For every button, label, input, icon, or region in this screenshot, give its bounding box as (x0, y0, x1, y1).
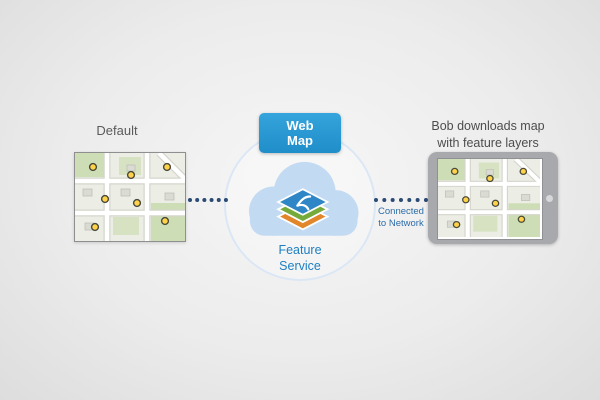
connected-to-network-label: Connected to Network (378, 206, 424, 229)
web-map-badge: Web Map (259, 113, 341, 153)
feature-service-label: Feature Service (278, 243, 322, 273)
network-dotted-line-left (188, 198, 228, 202)
default-label: Default (96, 123, 138, 138)
street-map-graphic (75, 153, 185, 241)
tablet-screen (437, 158, 543, 240)
street-map-graphic (438, 159, 540, 237)
tablet-camera-icon (546, 194, 553, 202)
feature-layers-icon (276, 188, 330, 231)
tablet (428, 152, 558, 244)
default-map (74, 152, 186, 242)
network-dotted-line-right (374, 198, 428, 202)
tablet-caption: Bob downloads map with feature layers (431, 119, 545, 150)
cloud-icon (248, 161, 359, 236)
